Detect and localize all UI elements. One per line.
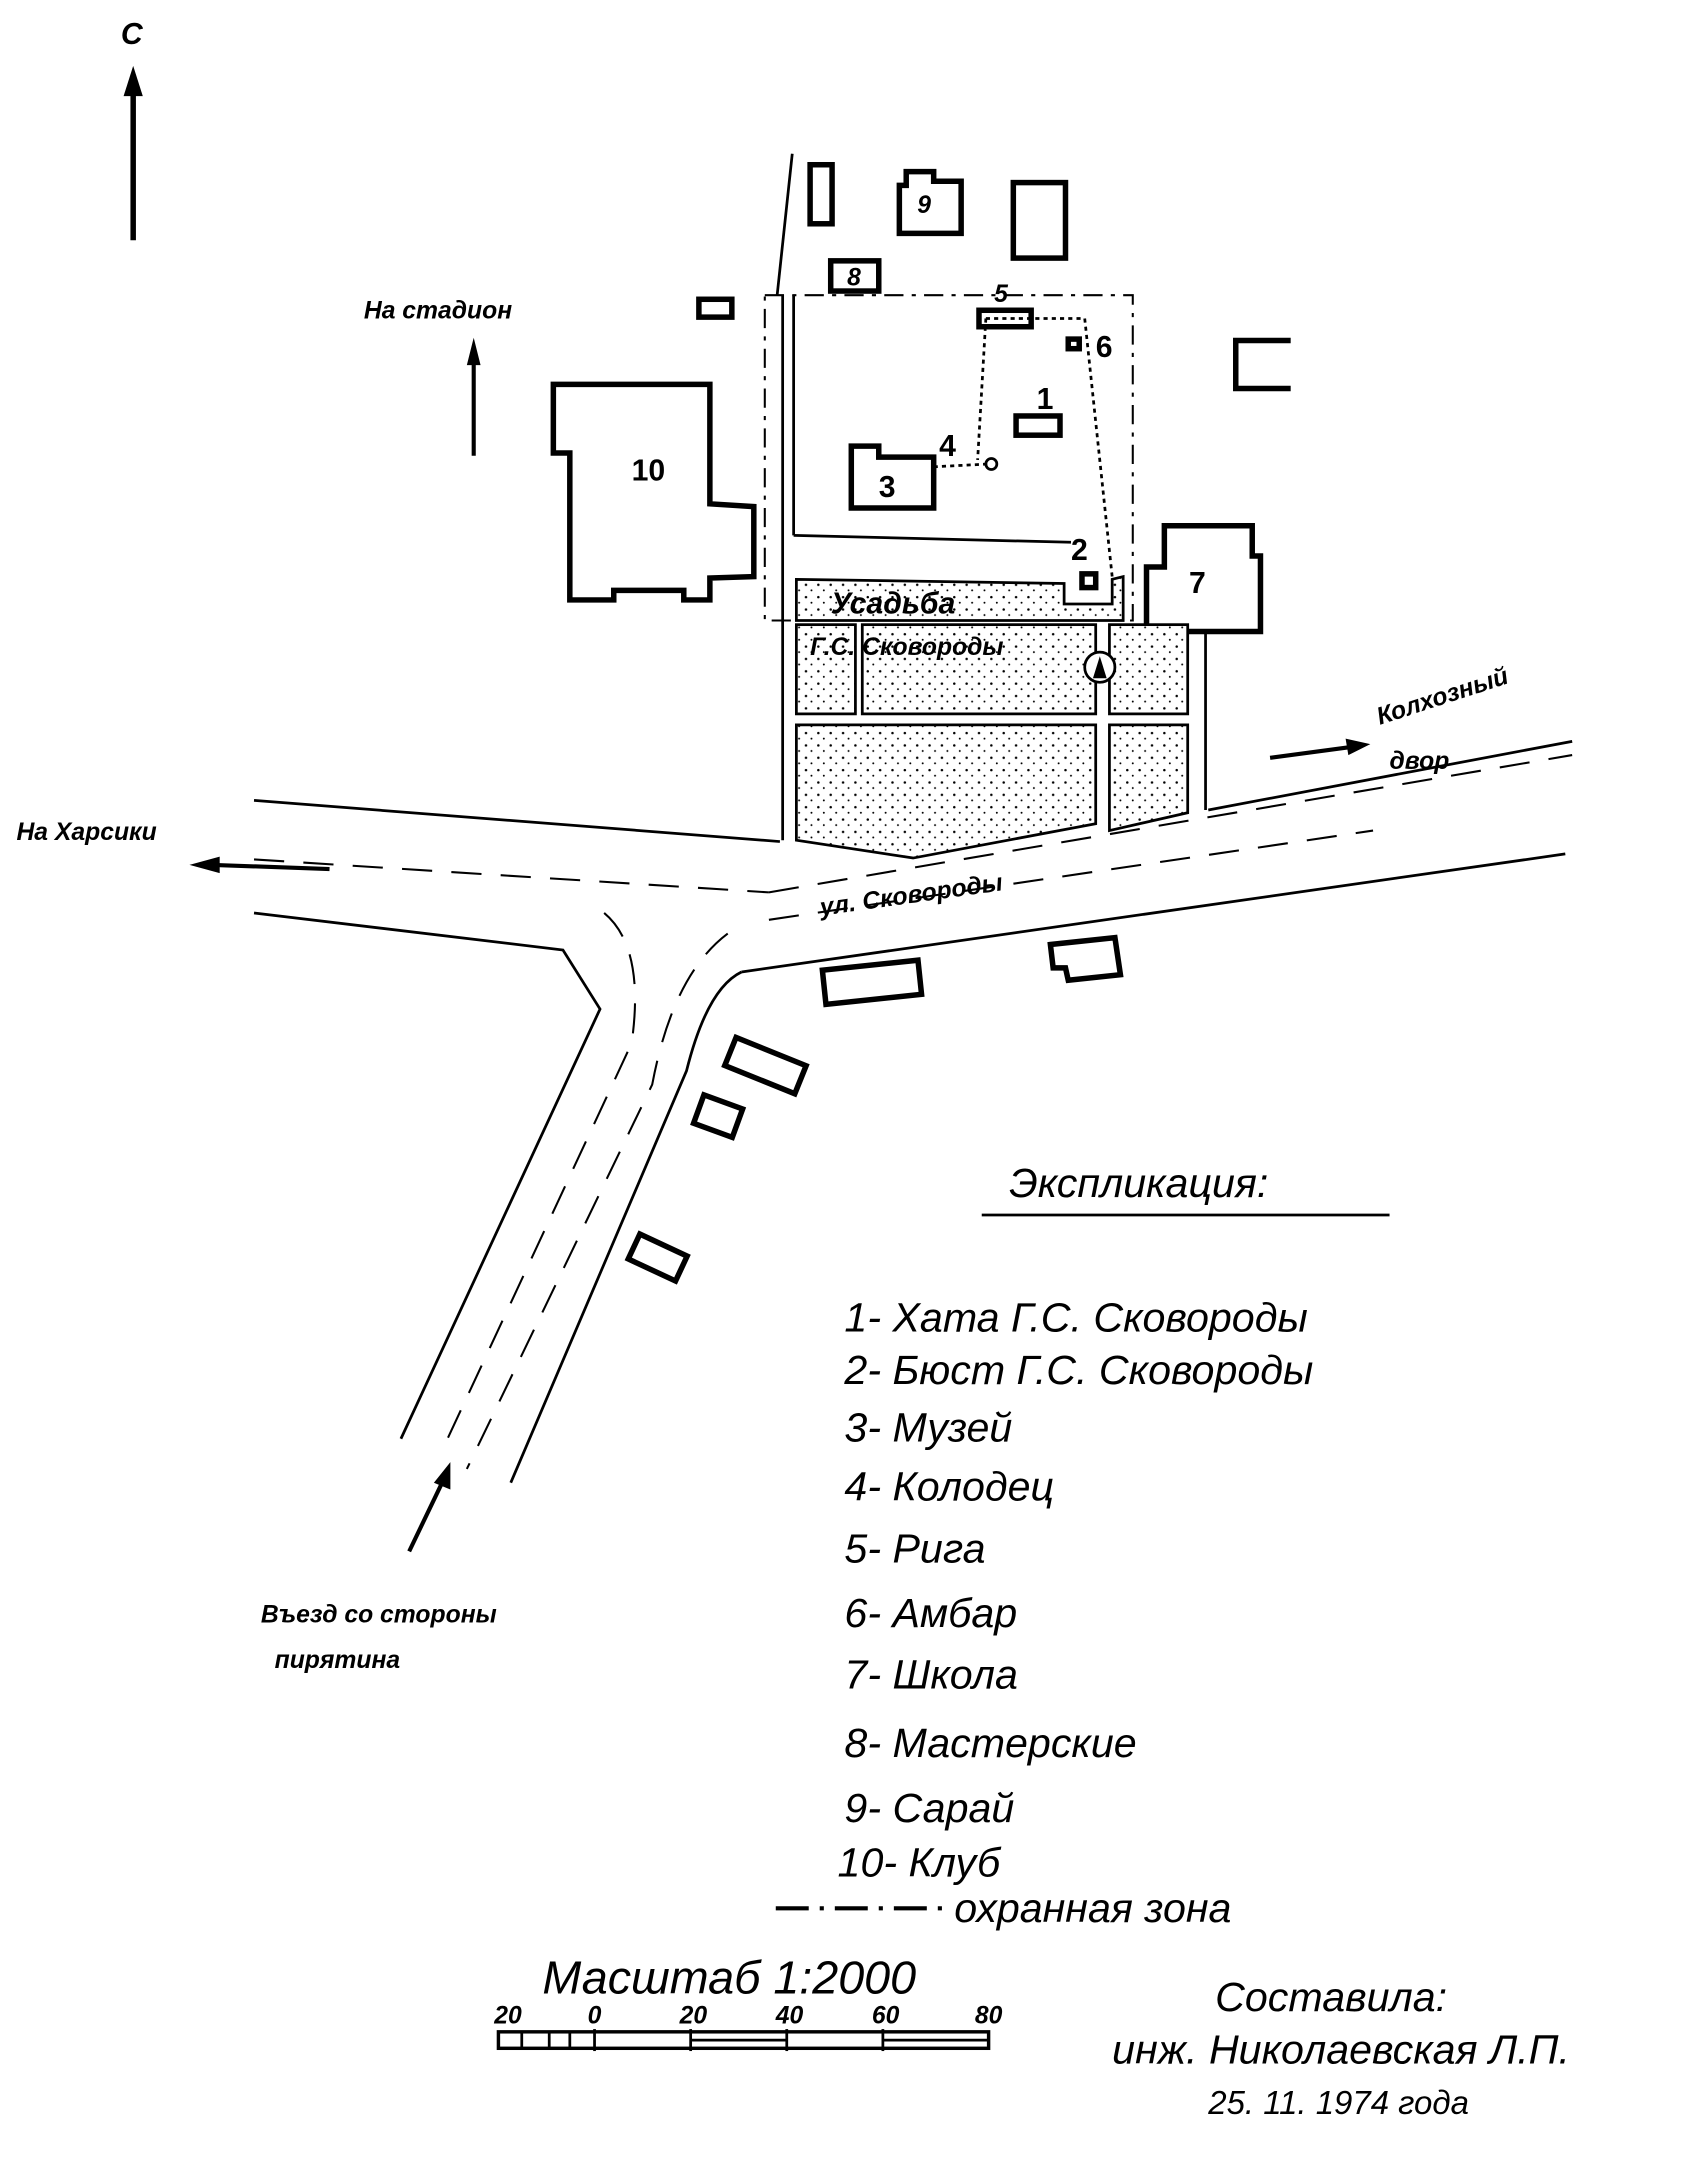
legend-title: Экспликация: [1009,1160,1268,1206]
direction-kharsiki: На Харсики [16,819,156,846]
courtyard-fence [985,317,1114,577]
building-7-label: 7 [1189,567,1206,600]
garden-plot [795,723,1098,860]
building-7-school [1143,523,1264,635]
building-small [1047,934,1124,984]
building-10-label: 10 [632,455,666,488]
legend-item: 8- Мастерские [844,1720,1136,1766]
building-8-workshops [827,258,882,294]
legend-item: 1- Хата Г.С. Сковороды [844,1295,1307,1341]
arrow-up-icon [466,337,481,456]
building-8-label: 8 [847,265,861,292]
building-10-club [550,381,757,603]
scale-bar [496,2029,991,2052]
legend-item: 10- Клуб [838,1840,1002,1886]
north-arrow-icon [123,65,143,241]
bust-2 [1079,571,1099,591]
legend-item: 3- Музей [844,1405,1012,1451]
building-3-museum [848,443,937,511]
garden-plot [1108,623,1190,716]
legend-item: 4- Колодец [844,1464,1054,1510]
arrow-left-icon [189,856,330,874]
legend-item: 5- Рига [844,1525,985,1571]
building-6-label: 6 [1096,331,1113,364]
building-small [819,957,925,1008]
building-6-granary [1065,336,1082,352]
legend-item: 6- Амбар [844,1590,1017,1636]
direction-entry: Въезд со стороны [261,1602,497,1629]
legend-item: 7- Школа [844,1652,1018,1698]
building-5-label: 5 [994,281,1009,308]
scale-tick-label: 20 [679,2003,708,2030]
estate-garden [795,574,1125,622]
courtyard-fence [976,318,988,460]
direction-kolkhoz: Колхозный [1373,663,1511,731]
fence-line [775,153,794,296]
direction-kolkhoz-yard: двор [1390,748,1450,775]
well-icon [984,457,999,471]
building-small [624,1230,691,1285]
building-5-threshing-barn [976,307,1034,330]
author-name: инж. Николаевская Л.П. [1112,2026,1570,2072]
legend-list: 1- Хата Г.С. Сковороды 2- Бюст Г.С. Сков… [838,1295,1314,1886]
scale-tick-label: 60 [872,2003,900,2030]
author-date: 25. 11. 1974 года [1207,2084,1469,2121]
legend-zone: охранная зона [954,1885,1231,1931]
building-small [721,1033,810,1098]
building-small [807,161,835,227]
scale-tick-label: 0 [588,2003,602,2030]
author-heading: Составила: [1215,1974,1447,2020]
garden-plot [795,623,857,716]
arrow-right-icon [1269,738,1371,760]
north-label: С [121,18,144,51]
building-small [1233,337,1291,392]
roads [253,631,1573,1484]
direction-entry-town: пирятина [275,1647,401,1674]
building-4-label: 4 [939,430,956,463]
building-9-barn [896,168,964,237]
building-small [696,296,735,320]
arrow-up-icon [407,1462,451,1553]
legend-item: 2- Бюст Г.С. Сковороды [843,1347,1313,1393]
garden-plot [1108,723,1190,833]
garden-plot [860,623,1098,716]
fence-line [793,534,1072,544]
building-1-house [1013,413,1063,438]
scale-tick-label: 20 [493,2003,522,2030]
legend-item: 9- Сарай [844,1785,1014,1831]
direction-stadium: На стадион [364,298,512,325]
building-small [1010,179,1069,261]
street-name: ул. Сковороды [816,869,1004,922]
building-1-label: 1 [1037,383,1054,416]
scale-tick-label: 80 [975,2003,1003,2030]
building-small [690,1091,747,1141]
estate-title: Усадьба [831,588,956,621]
building-2-label: 2 [1071,534,1088,567]
estate-subtitle: Г.С. Сковороды [810,634,1003,661]
building-9-label: 9 [917,192,931,219]
scale-title: Масштаб 1:2000 [542,1951,916,2003]
scale-tick-label: 40 [775,2003,804,2030]
path-to-well [933,462,989,469]
building-3-label: 3 [879,471,896,504]
